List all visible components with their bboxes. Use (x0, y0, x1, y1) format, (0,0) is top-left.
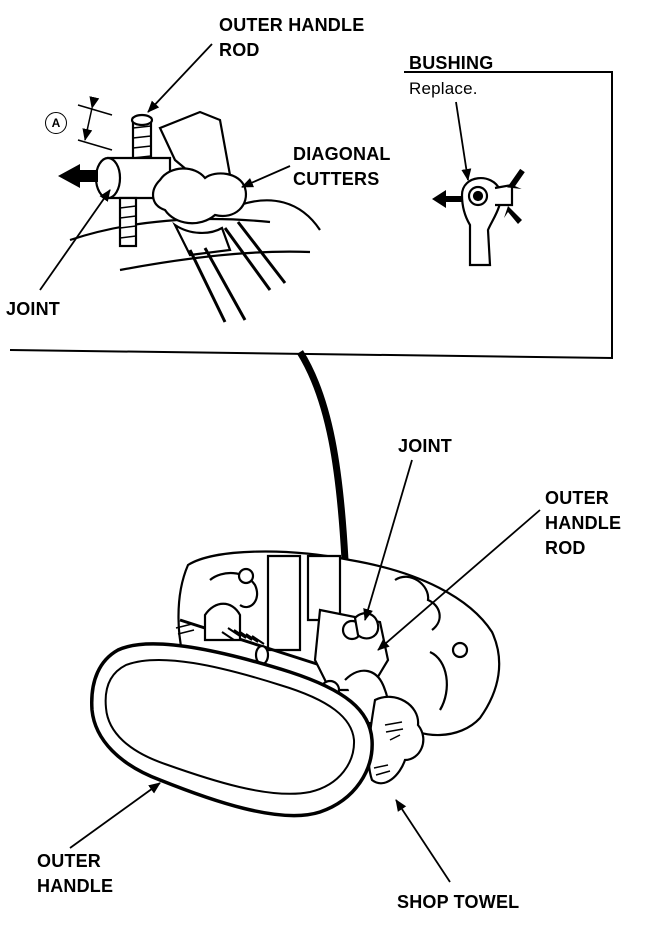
inset-connector-line (297, 350, 349, 561)
handle-mechanism (175, 602, 425, 785)
leader-bushing (455, 101, 472, 181)
dimension-a-marker (77, 96, 113, 151)
leader-outer-handle (69, 782, 161, 849)
label-bushing-note: Replace. (409, 79, 478, 98)
pull-direction-arrow (58, 164, 98, 188)
label-diagonal-cutters-line2: CUTTERS (293, 169, 380, 189)
label-outer-handle-rod-lower-line2: HANDLE (545, 513, 622, 533)
leader-joint-lower (363, 459, 413, 621)
inset-rod-detail (69, 110, 321, 323)
leader-lines (39, 43, 541, 883)
leader-outer-handle-rod-top (147, 43, 213, 113)
label-outer-handle-line2: HANDLE (37, 876, 114, 896)
label-joint-top: JOINT (6, 299, 61, 319)
label-shop-towel: SHOP TOWEL (397, 892, 520, 912)
leader-diagonal-cutters (241, 165, 291, 188)
leader-outer-handle-rod-lower (377, 509, 541, 651)
leader-joint-top (39, 189, 111, 291)
dimension-a-label: A (45, 112, 67, 134)
outer-handle-body (90, 642, 374, 818)
label-diagonal-cutters-line1: DIAGONAL (293, 144, 391, 164)
label-outer-handle-rod-top-line1: OUTER HANDLE (219, 15, 365, 35)
label-bushing: BUSHING (409, 53, 494, 73)
leader-shop-towel (395, 799, 451, 883)
label-outer-handle-rod-lower-line3: ROD (545, 538, 586, 558)
inset-frame (9, 71, 613, 360)
bushing-detail (460, 177, 514, 267)
label-outer-handle-rod-top-line2: ROD (219, 40, 260, 60)
label-outer-handle-line1: OUTER (37, 851, 101, 871)
label-outer-handle-rod-lower-line1: OUTER (545, 488, 609, 508)
bushing-arrows (432, 168, 525, 224)
label-joint-lower: JOINT (398, 436, 453, 456)
